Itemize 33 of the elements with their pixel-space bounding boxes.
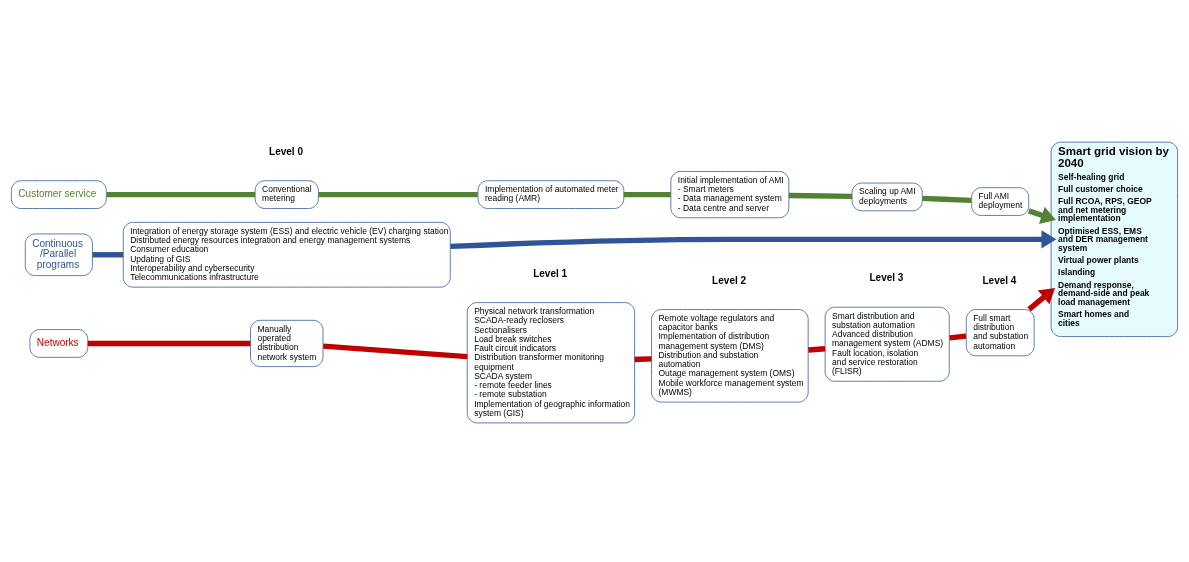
node-box: Integration of energy storage system (ESS) and electric vehicle (EV) charging station Distributed energy resources integration and energy management systems Consumer education Updating of GIS Interoperability and cybersecurity Telecommunications infrastructure <box>122 222 451 288</box>
node-box: Smart grid vision by 2040 Self-healing grid Full customer choice Full RCOA, RPS, GEOP and net metering implementation Optimised ESS, EMS and DER management system Virtual power plants Islanding Demand response, demand-side and peak load management Smart homes and cities <box>1050 141 1178 337</box>
node-box: Networks <box>29 329 89 358</box>
connector <box>87 340 251 347</box>
node-box: Initial implementation of AMI - Smart meters - Data management system - Data centre and server <box>670 171 790 219</box>
connector <box>808 346 826 353</box>
label: Level 4 <box>982 274 1017 286</box>
connector <box>318 191 478 198</box>
connector <box>788 192 853 200</box>
connector <box>106 191 256 198</box>
arrow <box>450 230 1057 250</box>
node-box: Scaling up AMI deployments <box>851 182 923 212</box>
node-box: Smart distribution and substation automation Advanced distribution management system (ADMS) Fault location, isolation and service restoration (FLISR) <box>824 306 950 382</box>
node-box: Customer service <box>11 180 107 209</box>
connector <box>92 252 124 258</box>
node-box: Conventional metering <box>254 180 319 209</box>
label: Level 0 <box>269 145 303 157</box>
node-box: Physical network transformation SCADA-ready reclosers Sectionalisers Load break switches Fault circuit indicators Distribution transformer monitoring equipment SCADA system - remote feeder lines - remote substation Implementation of geographic information system (GIS) <box>466 302 635 424</box>
label: Level 1 <box>533 267 568 279</box>
node-box: Continuous /Parallel programs <box>24 233 93 276</box>
connector <box>922 195 972 204</box>
node-box: Full AMI deployment <box>971 187 1030 216</box>
node-box: Full smart distribution and substation automation <box>965 309 1035 357</box>
node-box: Remote voltage regulators and capacitor banks Implementation of distribution management system (DMS) Distribution and substation automation Outage management system (OMS) Mobile workforce management system (MWMS) <box>651 309 809 403</box>
arrow <box>1027 287 1055 312</box>
connector <box>949 333 967 341</box>
connector <box>323 343 468 360</box>
node-box: Implementation of automated meter reading (AMR) <box>477 180 625 209</box>
connector <box>623 191 671 198</box>
label: Level 3 <box>869 272 904 284</box>
node-box: Manually operated distribution network system <box>250 319 324 367</box>
connector <box>634 356 652 363</box>
label: Level 2 <box>712 274 747 286</box>
